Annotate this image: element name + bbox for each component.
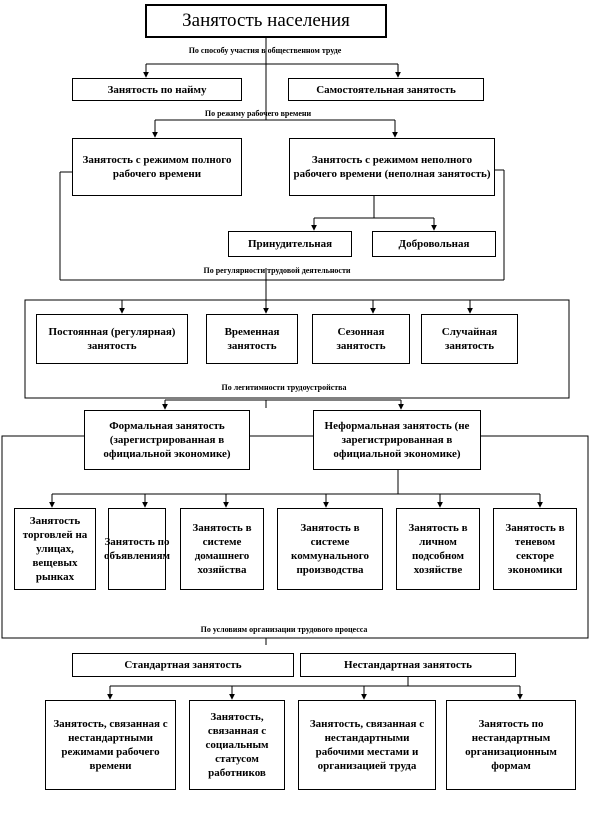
box-standard: Стандартная занятость (72, 653, 294, 677)
box-part-time: Занятость с режимом неполного рабочего в… (289, 138, 495, 196)
box-nonstandard-workplace: Занятость, связанная с нестандартными ра… (298, 700, 436, 790)
box-nonstandard-forms: Занятость по нестандартным организационн… (446, 700, 576, 790)
label-by-regularity: По регулярности трудовой деятельности (203, 266, 351, 275)
label-by-work-regime: По режиму рабочего времени (204, 109, 312, 118)
box-communal: Занятость в системе коммунального произв… (277, 508, 383, 590)
box-voluntary: Добровольная (372, 231, 496, 257)
box-seasonal: Сезонная занятость (312, 314, 410, 364)
label-by-participation: По способу участия в общественном труде (188, 46, 342, 55)
label-by-organization: По условиям организации трудового процес… (200, 625, 368, 634)
box-street-trade: Занятость торговлей на улицах, вещевых р… (14, 508, 96, 590)
box-informal: Неформальная занятость (не зарегистриров… (313, 410, 481, 470)
box-shadow-sector: Занятость в теневом секторе экономики (493, 508, 577, 590)
box-occasional: Случайная занятость (421, 314, 518, 364)
box-nonstandard: Нестандартная занятость (300, 653, 516, 677)
box-nonstandard-regimes: Занятость, связанная с нестандартными ре… (45, 700, 176, 790)
box-subsidiary: Занятость в личном подсобном хозяйстве (396, 508, 480, 590)
box-nonstandard-status: Занятость, связанная с социальным статус… (189, 700, 285, 790)
box-temporary: Временная занятость (206, 314, 298, 364)
box-formal: Формальная занятость (зарегистрированная… (84, 410, 250, 470)
box-household: Занятость в системе домашнего хозяйства (180, 508, 264, 590)
box-hired: Занятость по найму (72, 78, 242, 101)
box-self-employment: Самостоятельная занятость (288, 78, 484, 101)
box-full-time: Занятость с режимом полного рабочего вре… (72, 138, 242, 196)
diagram-title: Занятость населения (145, 4, 387, 38)
box-by-advertisement: Занятость по объявлениям (104, 508, 170, 590)
box-permanent: Постоянная (регулярная) занятость (36, 314, 188, 364)
label-by-legitimacy: По легитимности трудоустройства (221, 383, 347, 392)
box-forced: Принудительная (228, 231, 352, 257)
